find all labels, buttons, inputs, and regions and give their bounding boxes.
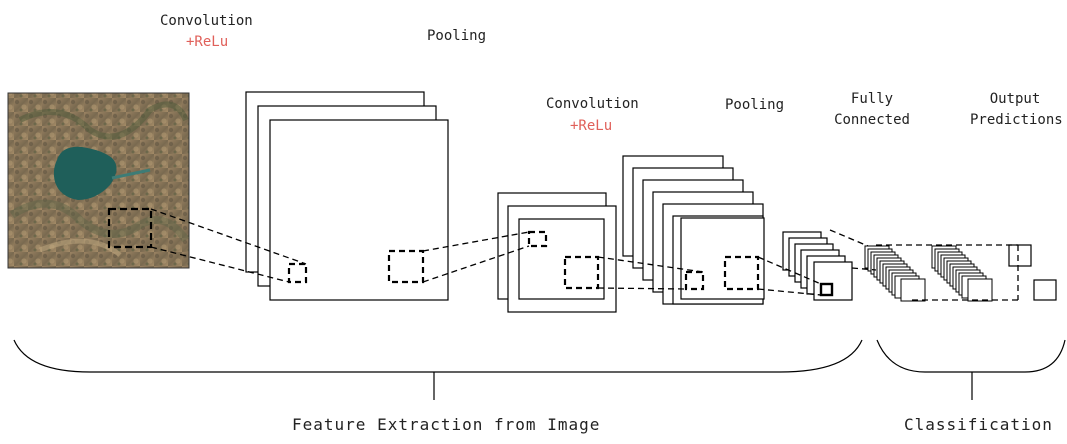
- pool2-label: Pooling: [725, 96, 784, 114]
- fully-connected-stack-2: [932, 246, 992, 301]
- output-node-2: [1034, 280, 1056, 300]
- fully-connected-stack-1: [865, 246, 925, 301]
- conv1-label: Convolution: [160, 12, 253, 30]
- pool2-feature-maps: [783, 232, 852, 300]
- conv2-feature-maps: [623, 156, 764, 304]
- conv2-label: Convolution: [546, 95, 639, 113]
- conv1-relu-label: +ReLu: [186, 33, 228, 51]
- classification-label: Classification: [904, 416, 1053, 434]
- pool1-feature-maps: [498, 193, 616, 312]
- output-label-line1: Output: [980, 90, 1050, 108]
- input-satellite-image: [8, 93, 189, 268]
- output-nodes: [1009, 245, 1056, 300]
- classification-brace: [877, 340, 1065, 400]
- output-label-line2: Predictions: [970, 111, 1063, 129]
- feature-extraction-brace: [14, 340, 862, 400]
- fully-connected-label-line1: Fully: [832, 90, 912, 108]
- output-node-1: [1009, 245, 1031, 266]
- fully-connected-label-line2: Connected: [826, 111, 918, 129]
- pool1-label: Pooling: [427, 27, 486, 45]
- conv2-relu-label: +ReLu: [570, 117, 612, 135]
- conv1-feature-maps: [246, 92, 448, 300]
- feature-extraction-label: Feature Extraction from Image: [292, 416, 600, 434]
